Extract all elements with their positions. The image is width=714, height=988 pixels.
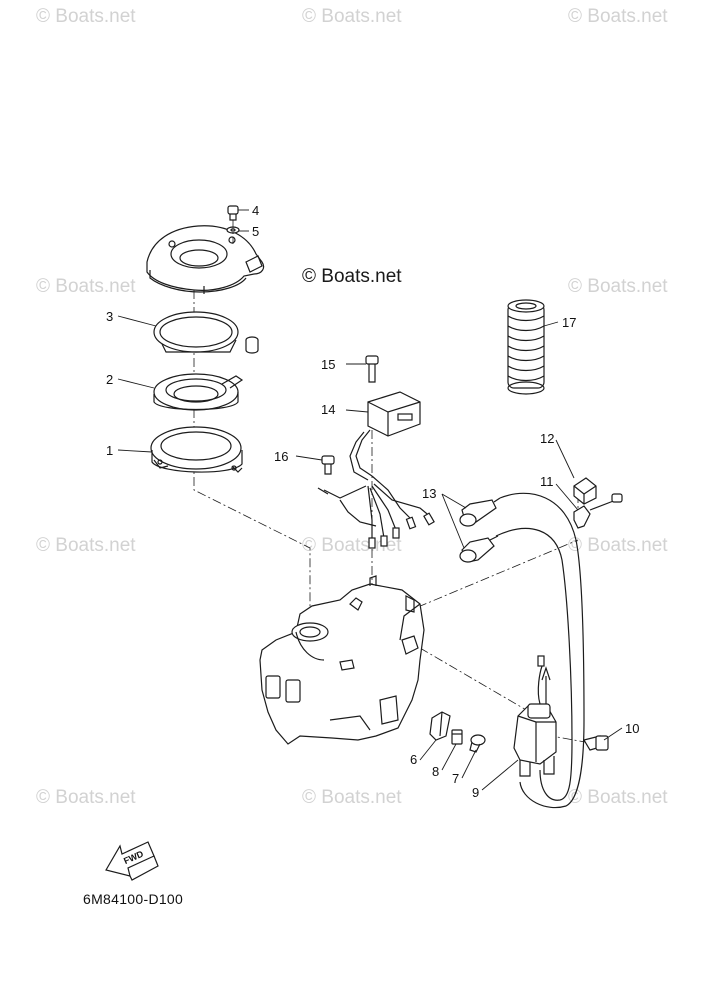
leader-line	[555, 439, 575, 479]
ring-part	[153, 311, 239, 353]
callout-9: 9	[472, 785, 479, 800]
bolt-part	[365, 355, 379, 383]
callout-13: 13	[422, 486, 436, 501]
leader-line	[555, 483, 579, 511]
callout-15: 15	[321, 357, 335, 372]
plate-part	[153, 373, 244, 411]
callout-10: 10	[625, 721, 639, 736]
callout-8: 8	[432, 764, 439, 779]
sleeve-part	[507, 299, 545, 395]
leader-line	[481, 759, 519, 791]
callout-6: 6	[410, 752, 417, 767]
clip-part	[573, 477, 597, 505]
leader-line	[117, 315, 157, 327]
flywheel-cover-part	[146, 225, 265, 294]
bolt-part	[227, 205, 239, 221]
diagram-code: 6M84100-D100	[83, 891, 184, 907]
leader-line	[117, 449, 153, 453]
callout-2: 2	[106, 372, 113, 387]
watermark-text: © Boats.net	[568, 787, 668, 808]
leader-line	[441, 493, 465, 549]
spacer-part	[451, 729, 463, 745]
watermark-text: © Boats.net	[568, 535, 668, 556]
engine-block-part	[259, 575, 425, 745]
bracket-part	[429, 711, 451, 741]
bolt-part	[583, 735, 609, 751]
center-line	[417, 539, 579, 608]
watermark-text: © Boats.net	[568, 276, 668, 297]
base-plate-part	[150, 426, 243, 473]
center-line	[193, 290, 311, 628]
watermark-text: © Boats.net	[36, 6, 136, 27]
center-line	[419, 647, 541, 719]
leader-line	[117, 378, 155, 389]
leader-line	[345, 409, 369, 413]
watermark-text: © Boats.net	[568, 6, 668, 27]
callout-17: 17	[562, 315, 576, 330]
cdi-unit-part	[317, 391, 435, 549]
leader-line	[441, 743, 457, 771]
spark-plug-cap-part	[459, 535, 499, 563]
callout-7: 7	[452, 771, 459, 786]
ignition-coil-part	[513, 703, 557, 777]
callout-16: 16	[274, 449, 288, 464]
callout-12: 12	[540, 431, 554, 446]
callout-3: 3	[106, 309, 113, 324]
watermark-text: © Boats.net	[302, 6, 402, 27]
leader-line	[295, 455, 323, 461]
callout-4: 4	[252, 203, 259, 218]
callout-14: 14	[321, 402, 335, 417]
center-watermark: © Boats.net	[302, 266, 402, 287]
leader-line	[419, 739, 437, 761]
leader-line	[543, 321, 559, 327]
screw-part	[469, 734, 486, 753]
spark-plug-cap-part	[459, 497, 501, 527]
bolt-part	[321, 455, 335, 475]
watermark-text: © Boats.net	[302, 535, 402, 556]
callout-1: 1	[106, 443, 113, 458]
watermark-text: © Boats.net	[36, 535, 136, 556]
watermark-text: © Boats.net	[36, 276, 136, 297]
leader-line	[603, 727, 623, 741]
fwd-arrow-icon: FWD	[105, 841, 159, 881]
plug-part	[245, 336, 259, 354]
leader-line	[441, 493, 467, 509]
watermark-text: © Boats.net	[302, 787, 402, 808]
leader-line	[461, 749, 477, 779]
callout-11: 11	[540, 474, 554, 489]
callout-5: 5	[252, 224, 259, 239]
watermark-text: © Boats.net	[36, 787, 136, 808]
bracket-part	[573, 493, 623, 529]
